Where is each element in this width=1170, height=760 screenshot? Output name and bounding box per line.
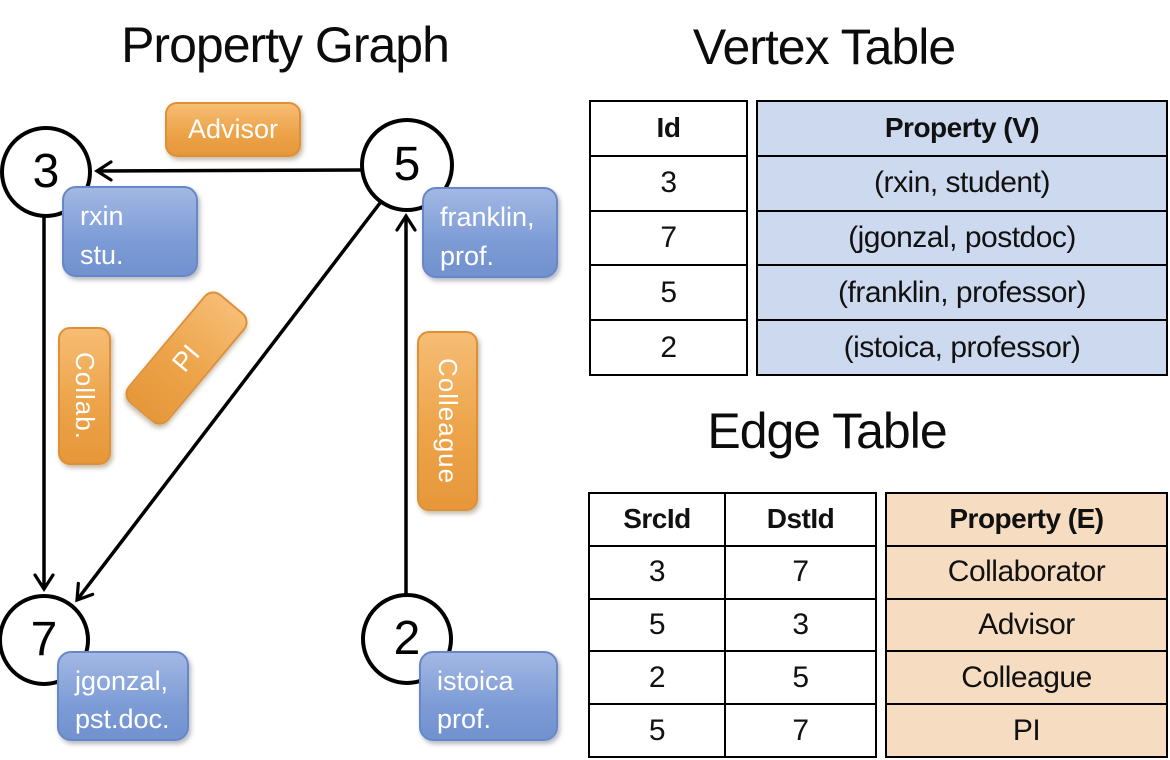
property-line2: stu.	[80, 239, 124, 270]
cell: Collaborator	[887, 547, 1166, 600]
node-property-text: rxin stu.	[64, 189, 196, 274]
node-id-3: 3	[32, 145, 60, 198]
edge-label-text: PI	[166, 338, 206, 378]
cell: 7	[591, 212, 746, 267]
edge-table: SrcId 3 5 2 5 DstId 7 3 5 7 Property (E)…	[588, 492, 1168, 758]
cell: Advisor	[887, 600, 1166, 653]
cell: Colleague	[887, 652, 1166, 706]
column-gap	[748, 100, 756, 376]
cell: 7	[792, 713, 809, 747]
edge-srcid-column: SrcId 3 5 2 5	[590, 494, 726, 756]
edge-label-text: Colleague	[433, 357, 463, 485]
column-header: Property (V)	[758, 102, 1166, 157]
cell: 3	[591, 157, 746, 212]
edge-label-advisor: Advisor	[165, 102, 301, 157]
column-gap	[877, 492, 885, 758]
property-line2: prof.	[440, 240, 495, 271]
node-id-2: 2	[393, 612, 421, 665]
cell: 7	[726, 547, 875, 600]
edge-id-columns: SrcId 3 5 2 5 DstId 7 3 5 7	[588, 492, 877, 758]
node-property-2: istoica prof.	[419, 651, 558, 741]
column-header: SrcId	[590, 494, 724, 547]
node-property-text: istoica prof.	[421, 654, 556, 739]
node-property-3: rxin stu.	[62, 186, 198, 277]
edge-label-collab: Collab.	[58, 327, 111, 465]
node-id-7: 7	[30, 613, 58, 666]
node-property-text: franklin, prof.	[424, 190, 556, 275]
node-property-5: franklin, prof.	[422, 187, 558, 278]
cell: 2	[660, 330, 677, 364]
edge-line-advisor-5-to-3	[94, 160, 362, 182]
column-header: Id	[591, 102, 746, 157]
node-property-text: jgonzal, pst.doc.	[59, 654, 187, 739]
column-header: Property (E)	[887, 494, 1166, 547]
vertex-table: Id 3 7 5 2 Property (V) (rxin, student) …	[589, 100, 1168, 376]
cell: 5	[590, 600, 724, 653]
node-property-7: jgonzal, pst.doc.	[57, 651, 189, 741]
edge-label-text: Collab.	[70, 352, 100, 440]
node-id-5: 5	[393, 138, 421, 191]
property-line1: jgonzal,	[75, 665, 169, 696]
cell: 3	[726, 600, 875, 653]
cell: (jgonzal, postdoc)	[758, 212, 1166, 267]
edge-dstid-column: DstId 7 3 5 7	[726, 494, 875, 756]
vertex-property-column: Property (V) (rxin, student) (jgonzal, p…	[756, 100, 1168, 376]
cell: 5	[591, 266, 746, 322]
vertex-id-column: Id 3 7 5 2	[589, 100, 748, 376]
property-line2: prof.	[437, 704, 492, 734]
edge-line-pi-5-to-7	[75, 201, 382, 603]
property-line2: pst.doc.	[75, 704, 170, 734]
cell: 5	[726, 652, 875, 706]
edge-label-colleague: Colleague	[417, 331, 478, 511]
vertex-table-title: Vertex Table	[692, 19, 956, 75]
edge-property-column: Property (E) Collaborator Advisor Collea…	[885, 492, 1168, 758]
property-line1: istoica	[437, 665, 514, 696]
column-header: DstId	[726, 494, 875, 547]
property-line1: franklin,	[440, 202, 535, 233]
cell: 5	[648, 713, 666, 747]
cell: (rxin, student)	[758, 157, 1166, 212]
edge-label-text: Advisor	[187, 114, 279, 144]
property-line1: rxin	[80, 201, 124, 232]
cell: 3	[590, 547, 724, 600]
cell: 2	[590, 652, 724, 706]
edge-table-title: Edge Table	[707, 403, 947, 459]
cell: (franklin, professor)	[758, 266, 1166, 322]
cell: (istoica, professor)	[843, 330, 1081, 364]
property-graph-title: Property Graph	[121, 17, 450, 73]
cell: PI	[1012, 713, 1041, 747]
